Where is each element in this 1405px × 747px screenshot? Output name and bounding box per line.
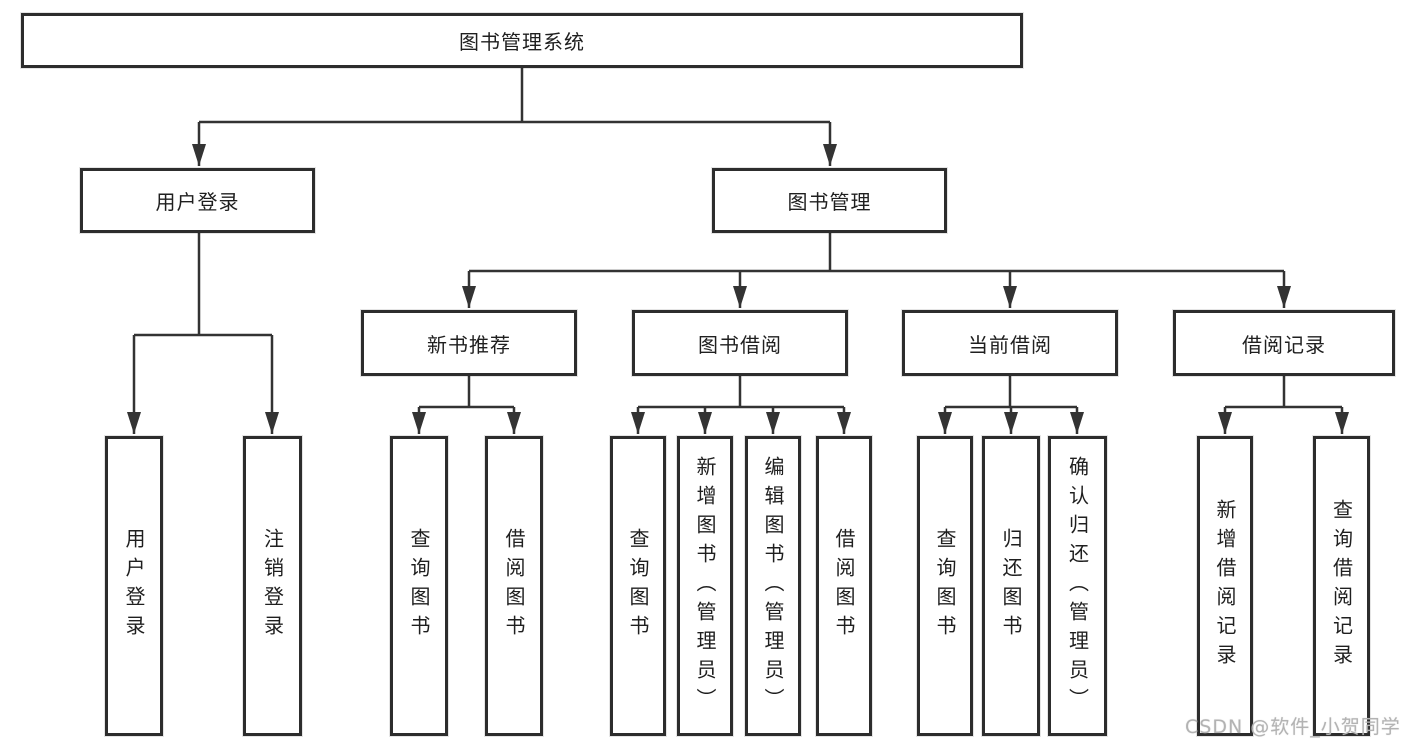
- leaf-user-login: 用户登录: [105, 436, 163, 736]
- leaf-add-borrow-record: 新增借阅记录: [1197, 436, 1253, 736]
- node-borrowing-records: 借阅记录: [1173, 310, 1395, 376]
- node-current-borrowing: 当前借阅: [902, 310, 1118, 376]
- leaf-borrow-books-borrowing: 借阅图书: [816, 436, 872, 736]
- leaf-query-books-recommend: 查询图书: [390, 436, 448, 736]
- node-library-management-system: 图书管理系统: [21, 13, 1023, 68]
- leaf-add-book-admin: 新增图书（管理员）: [677, 436, 733, 736]
- leaf-query-borrow-record: 查询借阅记录: [1313, 436, 1370, 736]
- leaf-query-books-borrowing: 查询图书: [610, 436, 666, 736]
- leaf-confirm-return-admin: 确认归还（管理员）: [1048, 436, 1107, 736]
- node-book-management-group: 图书管理: [712, 168, 947, 233]
- leaf-borrow-books-recommend: 借阅图书: [485, 436, 543, 736]
- node-book-borrowing: 图书借阅: [632, 310, 848, 376]
- leaf-return-book: 归还图书: [982, 436, 1040, 736]
- node-new-book-recommend: 新书推荐: [361, 310, 577, 376]
- csdn-watermark: CSDN @软件_小贺同学: [1185, 716, 1401, 738]
- leaf-edit-book-admin: 编辑图书（管理员）: [745, 436, 801, 736]
- node-user-login-group: 用户登录: [80, 168, 315, 233]
- leaf-logout: 注销登录: [243, 436, 302, 736]
- leaf-query-books-current: 查询图书: [917, 436, 973, 736]
